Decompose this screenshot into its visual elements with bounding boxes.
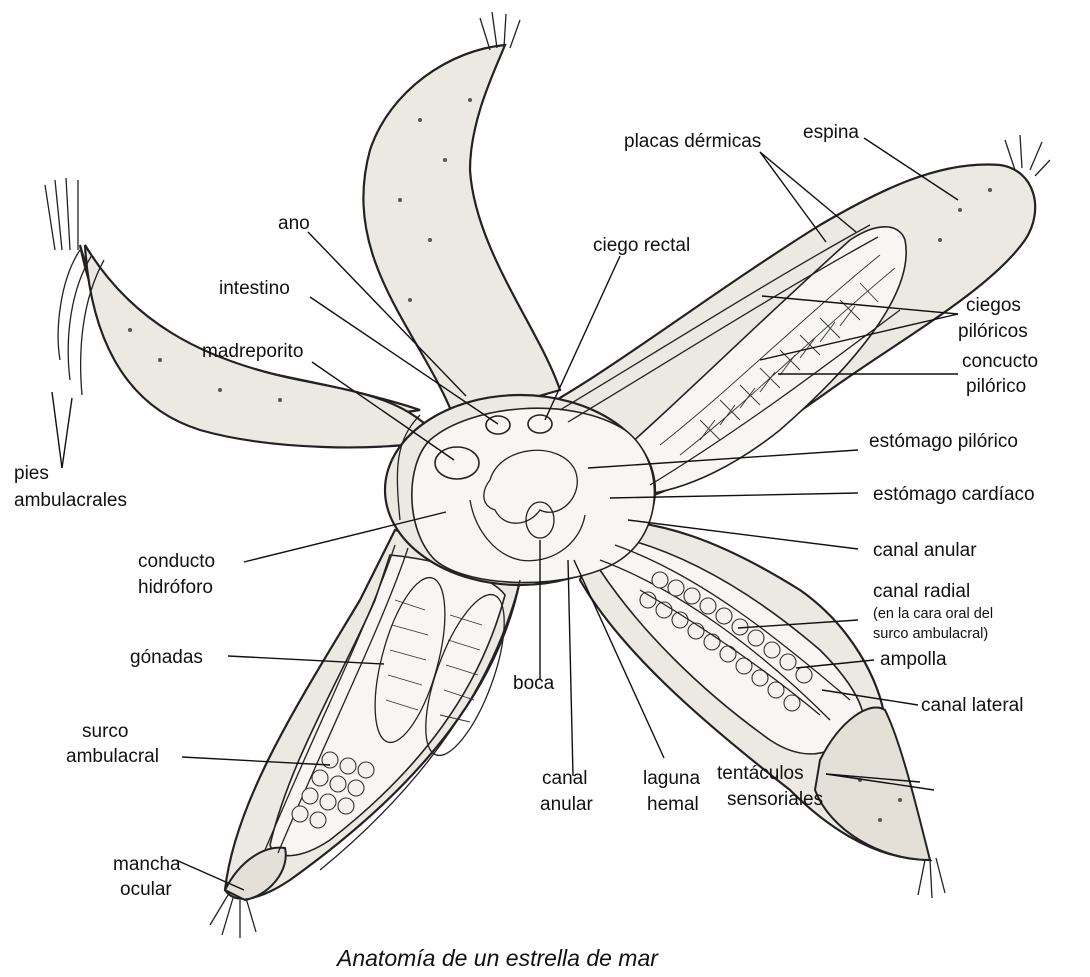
label-gonadas: gónadas bbox=[130, 647, 203, 668]
label-placas-dermicas: placas dérmicas bbox=[624, 131, 761, 152]
label-canal-anular-right: canal anular bbox=[873, 540, 977, 561]
central-disc-inner bbox=[412, 408, 655, 582]
label-conducto: conducto bbox=[138, 551, 215, 572]
label-radial-note-2: surco ambulacral) bbox=[873, 626, 988, 642]
label-piloricos: pilóricos bbox=[958, 321, 1028, 342]
label-tentaculos: tentáculos bbox=[717, 763, 804, 784]
label-anular: anular bbox=[540, 794, 593, 815]
label-ano: ano bbox=[278, 213, 310, 234]
label-canal: canal bbox=[542, 768, 587, 789]
label-pies: pies bbox=[14, 463, 49, 484]
label-laguna: laguna bbox=[643, 768, 700, 789]
arm-upper bbox=[363, 45, 560, 420]
label-ambulacral: ambulacral bbox=[66, 746, 159, 767]
label-ciegos: ciegos bbox=[966, 295, 1021, 316]
label-boca: boca bbox=[513, 673, 555, 694]
label-canal-lateral: canal lateral bbox=[921, 695, 1023, 716]
label-ampolla: ampolla bbox=[880, 649, 947, 670]
label-concucto: concucto bbox=[962, 351, 1038, 372]
label-ambulacrales: ambulacrales bbox=[14, 490, 127, 511]
label-surco: surco bbox=[82, 721, 128, 742]
label-pilorico: pilórico bbox=[966, 376, 1026, 397]
label-sensoriales: sensoriales bbox=[727, 789, 823, 810]
label-estomago-cardiaco: estómago cardíaco bbox=[873, 484, 1035, 505]
label-ocular: ocular bbox=[120, 879, 172, 900]
label-estomago-pilorico: estómago pilórico bbox=[869, 431, 1018, 452]
label-radial-note-1: (en la cara oral del bbox=[873, 606, 993, 622]
label-hemal: hemal bbox=[647, 794, 699, 815]
label-ciego-rectal: ciego rectal bbox=[593, 235, 690, 256]
label-espina: espina bbox=[803, 122, 859, 143]
label-canal-radial: canal radial bbox=[873, 581, 970, 602]
label-mancha: mancha bbox=[113, 854, 181, 875]
label-madreporito: madreporito bbox=[202, 341, 303, 362]
label-intestino: intestino bbox=[219, 278, 290, 299]
diagram-caption: Anatomía de un estrella de mar bbox=[335, 945, 659, 971]
label-hidroforo: hidróforo bbox=[138, 577, 213, 598]
